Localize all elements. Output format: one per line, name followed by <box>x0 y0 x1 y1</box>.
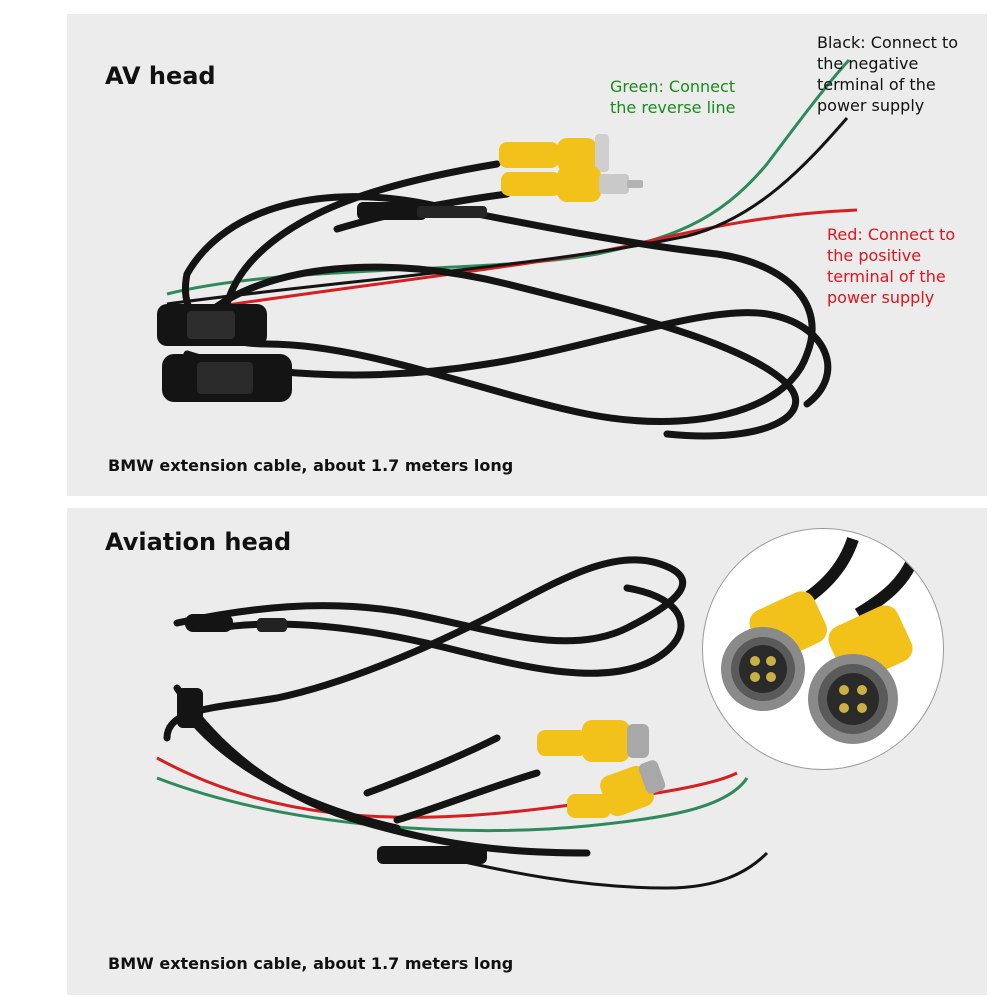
black-wire-note-line: the negative <box>817 54 919 73</box>
av-head-cable-illustration <box>157 58 858 440</box>
red-wire-note-line: Red: Connect to <box>827 225 956 244</box>
green-wire-note: Green: Connect the reverse line <box>610 76 735 118</box>
green-wire-note-line: Green: Connect <box>610 77 736 96</box>
av-head-caption: BMW extension cable, about 1.7 meters lo… <box>108 456 514 475</box>
black-wire-note-line: terminal of the <box>817 75 936 94</box>
black-wire-note-line: Black: Connect to <box>817 33 959 52</box>
aviation-connector-closeup-illustration <box>721 536 919 744</box>
av-head-label: AV head <box>105 62 216 90</box>
av-head-panel: AV head Green: Connect the reverse line … <box>67 14 987 496</box>
aviation-head-label: Aviation head <box>105 528 292 556</box>
red-wire-note-line: terminal of the <box>827 267 946 286</box>
red-wire-note-line: the positive <box>827 246 922 265</box>
aviation-head-cable-illustration <box>156 556 769 890</box>
black-wire-note-line: power supply <box>817 96 925 115</box>
green-wire-note-line: the reverse line <box>610 98 736 117</box>
red-wire-note: Red: Connect to the positive terminal of… <box>827 224 955 308</box>
aviation-head-caption: BMW extension cable, about 1.7 meters lo… <box>108 954 514 973</box>
aviation-connector-closeup <box>702 528 944 770</box>
black-wire-note: Black: Connect to the negative terminal … <box>817 32 958 116</box>
red-wire-note-line: power supply <box>827 288 935 307</box>
